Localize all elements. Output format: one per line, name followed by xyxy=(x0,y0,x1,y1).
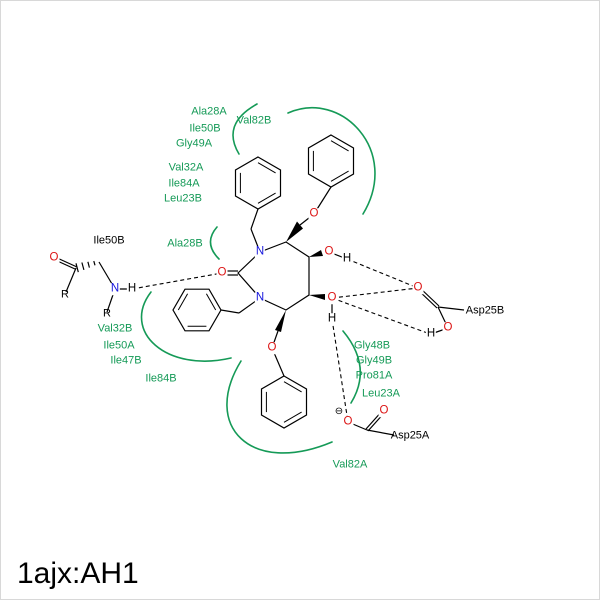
residue-label-leu23b: Leu23B xyxy=(164,192,202,205)
residue-label-ile50a: Ile50A xyxy=(103,339,135,352)
residue-label-val32a: Val32A xyxy=(168,161,204,174)
residue-label-asp25a: Asp25A xyxy=(390,429,430,442)
hydroxyl-hydrogen-bottom: H xyxy=(326,312,338,325)
hydroxyl-hydrogen-top: H xyxy=(341,252,353,265)
cyclic-urea-ring xyxy=(238,242,309,310)
ring-nitrogen-bottom: N xyxy=(254,291,266,304)
amide-nitrogen-ile50b: N xyxy=(109,282,121,295)
residue-label-ile84b: Ile84B xyxy=(145,372,177,385)
residue-label-pro81a: Pro81A xyxy=(355,369,393,382)
amide-hydrogen-ile50b: H xyxy=(126,282,138,295)
phenyl-ring-bottom-left xyxy=(173,289,221,331)
hydroxyl-oxygen-bottom: O xyxy=(326,291,338,304)
ligand-bonds xyxy=(173,135,354,428)
residue-label-ala28b: Ala28B xyxy=(167,237,203,250)
urea-oxygen: O xyxy=(216,266,228,279)
hydroxyl-oxygen-asp25b: O xyxy=(442,321,454,334)
residue-label-gly48b: Gly48B xyxy=(353,339,391,352)
residue-label-val82a: Val82A xyxy=(332,458,368,471)
residue-label-ile50b-green: Ile50B xyxy=(189,122,221,135)
residue-label-val82b: Val82B xyxy=(236,114,272,127)
phenyl-ring-top-left xyxy=(236,157,281,209)
residue-label-leu23a: Leu23A xyxy=(362,387,400,400)
phenyl-ring-top-right xyxy=(309,135,354,187)
r-group-label-1: R xyxy=(61,288,69,301)
residue-label-ile47b: Ile47B xyxy=(110,354,142,367)
ring-nitrogen-top: N xyxy=(254,245,266,258)
hydrophobic-arcs xyxy=(142,104,375,453)
ether-oxygen-top: O xyxy=(308,207,320,220)
carboxyl-oxygen-asp25b: O xyxy=(412,281,424,294)
residue-label-gly49a: Gly49A xyxy=(175,137,213,150)
residue-label-ala28a: Ala28A xyxy=(191,105,227,118)
residue-label-gly49b: Gly49B xyxy=(355,354,393,367)
r-group-label-2: R xyxy=(103,307,111,320)
wedge-bonds xyxy=(275,221,325,332)
ether-oxygen-bottom: O xyxy=(266,341,278,354)
residue-label-ile50b: Ile50B xyxy=(93,234,125,247)
residue-label-ile84a: Ile84A xyxy=(168,177,200,190)
hydroxyl-oxygen-top: O xyxy=(323,245,335,258)
asp25b-fragment-bonds xyxy=(417,287,464,334)
negative-charge-icon: ⊖ xyxy=(333,406,345,417)
residue-label-asp25b: Asp25B xyxy=(465,304,505,317)
carbonyl-oxygen-asp25a: O xyxy=(378,404,390,417)
carbonyl-oxygen-ile50b: O xyxy=(48,251,60,264)
carboxylate-oxygen-asp25a: O xyxy=(342,415,354,428)
structure-title: 1ajx:AH1 xyxy=(17,557,139,590)
residue-label-val32b: Val32B xyxy=(97,322,133,335)
phenyl-ring-bottom xyxy=(262,376,307,428)
acid-hydrogen-asp25b: H xyxy=(425,327,437,340)
hydrogen-bond-lines xyxy=(132,259,430,422)
